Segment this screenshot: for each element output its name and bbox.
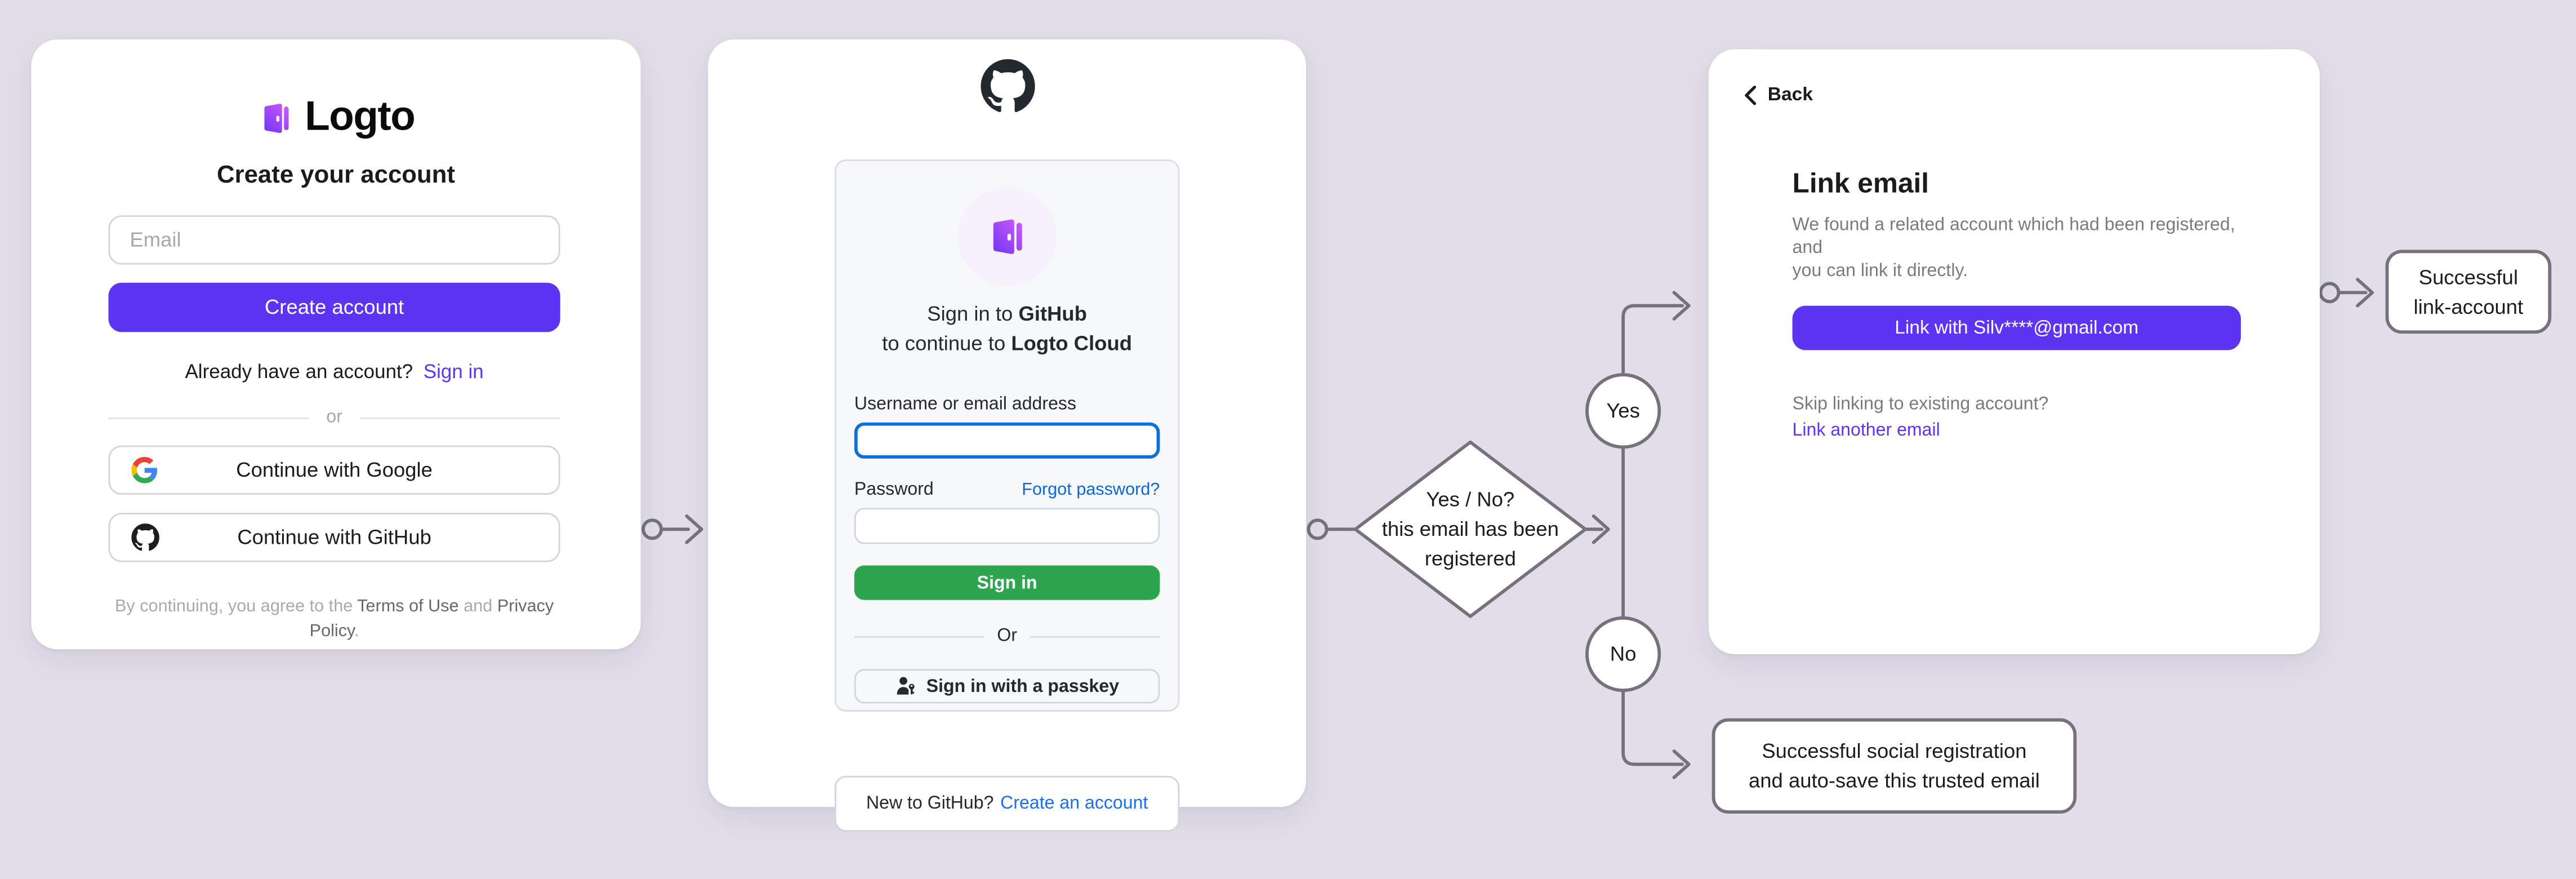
password-label: Password [854, 480, 934, 500]
divider-line [108, 416, 309, 419]
divider-line [360, 416, 560, 419]
skip-linking-text: Skip linking to existing account? [1792, 394, 2049, 415]
divider-line [1030, 635, 1160, 637]
logto-app-avatar [957, 187, 1057, 286]
github-signin-card: Sign in to GitHub to continue to Logto C… [708, 39, 1307, 832]
signin-link[interactable]: Sign in [423, 359, 484, 383]
yes-branch-label: Yes [1606, 399, 1640, 423]
back-button[interactable]: Back [1743, 86, 1813, 105]
oauth-heading-line1: Sign in to [927, 302, 1019, 326]
back-label: Back [1767, 85, 1813, 105]
social-box-line1: Successful social registration [1762, 739, 2027, 763]
divider-text: or [326, 407, 342, 428]
link-email-title: Link email [1792, 167, 1929, 199]
oauth-heading-github: GitHub [1018, 302, 1088, 326]
google-icon [131, 456, 158, 483]
forgot-password-link[interactable]: Forgot password? [1022, 480, 1160, 500]
logto-logo: Logto [31, 94, 640, 141]
password-input[interactable] [854, 508, 1160, 544]
social-box-line2: and auto-save this trusted email [1748, 769, 2040, 793]
terms-of-use-link[interactable]: Terms of Use [357, 596, 459, 616]
logto-door-icon [257, 99, 293, 135]
link-email-card: Back Link email We found a related accou… [1708, 49, 2320, 655]
link-box-line1: Successful [2418, 265, 2519, 288]
logto-brand-name: Logto [305, 94, 416, 140]
github-or-text: Or [997, 626, 1018, 646]
link-box-line2: link-account [2413, 295, 2524, 318]
new-to-github-text: New to GitHub? [866, 793, 994, 814]
no-branch-label: No [1610, 642, 1637, 666]
chevron-left-icon [1743, 85, 1758, 105]
oauth-heading-line2: to continue to [882, 332, 1011, 356]
link-another-email-link[interactable]: Link another email [1792, 420, 1940, 441]
description-line1: We found a related account which had bee… [1792, 215, 2235, 258]
terms-suffix: . [354, 620, 359, 641]
passkey-button-label: Sign in with a passkey [926, 676, 1120, 696]
create-account-button[interactable]: Create account [108, 282, 560, 332]
passkey-signin-button[interactable]: Sign in with a passkey [854, 669, 1160, 704]
link-email-description: We found a related account which had bee… [1793, 214, 2241, 283]
continue-google-label: Continue with Google [236, 458, 433, 482]
create-github-account-link[interactable]: Create an account [1000, 793, 1148, 814]
oauth-heading-app: Logto Cloud [1011, 332, 1133, 356]
link-with-email-button[interactable]: Link with Silv****@gmail.com [1792, 305, 2241, 350]
github-logo-icon [708, 59, 1306, 113]
username-label: Username or email address [854, 394, 1077, 415]
continue-github-label: Continue with GitHub [237, 526, 431, 549]
username-input[interactable] [854, 422, 1160, 459]
continue-google-button[interactable]: Continue with Google [108, 445, 560, 495]
email-input[interactable] [108, 215, 560, 265]
github-oauth-panel: Sign in to GitHub to continue to Logto C… [834, 159, 1180, 712]
passkey-icon [895, 676, 916, 697]
github-or-divider: Or [854, 626, 1160, 646]
divider-line [854, 635, 984, 637]
github-new-account-box: New to GitHub? Create an account [834, 775, 1180, 832]
diamond-line2: this email has been [1381, 517, 1559, 541]
terms-and: and [458, 596, 497, 616]
signup-title: Create your account [216, 161, 456, 189]
continue-github-button[interactable]: Continue with GitHub [108, 513, 560, 562]
logto-signup-card: Logto Create your account Create account… [31, 39, 641, 650]
or-divider: or [108, 407, 560, 428]
successful-link-account-box: Successful link-account [2385, 250, 2552, 334]
terms-notice: By continuing, you agree to the Terms of… [109, 595, 560, 643]
terms-prefix: By continuing, you agree to the [114, 596, 358, 616]
decision-diamond-label: Yes / No? this email has been registered [1322, 485, 1618, 574]
privacy-policy-link[interactable]: Privacy Policy [309, 596, 554, 641]
description-line2: you can link it directly. [1792, 261, 1968, 281]
diamond-line3: registered [1424, 547, 1516, 571]
oauth-heading: Sign in to GitHub to continue to Logto C… [854, 299, 1160, 358]
signin-prompt-text: Already have an account? [185, 359, 413, 383]
diamond-line1: Yes / No? [1426, 488, 1515, 512]
github-signin-button[interactable]: Sign in [854, 565, 1160, 600]
github-icon [131, 523, 159, 552]
signin-prompt-row: Already have an account? Sign in [109, 360, 560, 383]
successful-social-registration-box: Successful social registration and auto-… [1712, 718, 2077, 814]
